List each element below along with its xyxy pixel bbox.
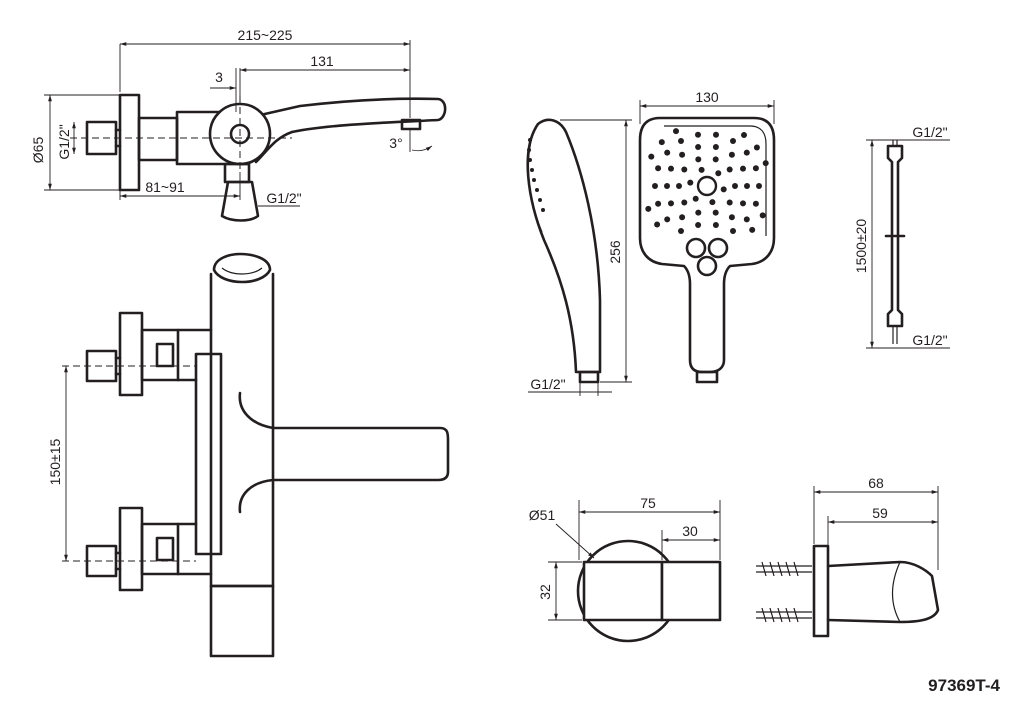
dim-hose-thread-bottom: G1/2" xyxy=(912,332,947,348)
dim-bracket-holder: 30 xyxy=(682,523,698,539)
nozzle-dot xyxy=(744,183,750,189)
dim-wall-depth: 81~91 xyxy=(145,179,185,195)
dim-handset-width: 130 xyxy=(695,89,719,105)
dim-hose-thread-top: G1/2" xyxy=(912,124,947,140)
nozzle-dot xyxy=(681,166,688,173)
dim-flange-diameter: Ø65 xyxy=(30,137,46,164)
nozzle-dot xyxy=(728,151,735,158)
mixer-top-view: 215~225 3 131 Ø65 G1/2" 81~91 G1/2" 3° xyxy=(30,27,447,222)
nozzle-dot xyxy=(720,186,727,193)
nozzle-dot xyxy=(692,195,699,202)
dim-bracket-height: 32 xyxy=(537,584,553,600)
nozzle-dot xyxy=(752,165,759,172)
nozzle-dot xyxy=(712,209,719,216)
nozzle-dot xyxy=(655,200,662,207)
dim-centers: 150±15 xyxy=(47,438,63,485)
nozzle-dot xyxy=(713,131,719,138)
dim-hose-length: 1500±20 xyxy=(853,219,869,274)
nozzle-dot xyxy=(695,209,702,216)
nozzle-dot xyxy=(687,179,694,186)
shower-hose: G1/2" G1/2" 1500±20 xyxy=(853,124,950,349)
drawing-code: 97369T-4 xyxy=(928,676,1000,695)
nozzle-dot xyxy=(749,226,756,233)
nozzle-dot xyxy=(726,166,733,173)
nozzle-dot xyxy=(664,149,671,156)
nozzle-dot xyxy=(679,214,686,221)
bracket-front-view: Ø51 75 30 32 xyxy=(529,495,722,643)
nozzle-dot xyxy=(730,228,736,234)
nozzle-dot xyxy=(696,175,718,197)
nozzle-dot xyxy=(728,214,735,221)
nozzle-dot xyxy=(726,199,733,206)
nozzle-dot xyxy=(655,165,662,172)
nozzle-dot xyxy=(741,132,747,138)
handset-side-nozzles xyxy=(527,138,545,212)
nozzle-dot xyxy=(664,216,671,223)
nozzle-dot xyxy=(709,199,716,206)
nozzle-dot xyxy=(658,139,665,146)
nozzle-dot xyxy=(645,205,652,212)
nozzle-dot xyxy=(668,200,674,207)
nozzle-dot xyxy=(664,183,670,189)
handset-side-view: G1/2" 256 xyxy=(526,118,632,396)
nozzle-dot xyxy=(732,183,738,189)
dim-outlet-thread: G1/2" xyxy=(266,190,301,206)
nozzle-dot xyxy=(753,144,760,151)
dim-holder-arm: 59 xyxy=(872,505,888,521)
nozzle-dot xyxy=(678,138,684,144)
dim-offset: 3 xyxy=(215,69,223,85)
dim-handset-thread: G1/2" xyxy=(530,376,565,392)
handset-nozzles xyxy=(645,128,769,234)
nozzle-dot xyxy=(676,183,682,189)
nozzle-dot xyxy=(743,149,750,156)
dim-inlet-thread: G1/2" xyxy=(56,124,72,159)
nozzle-dot xyxy=(679,151,686,158)
nozzle-dot xyxy=(712,156,719,163)
nozzle-dot xyxy=(648,153,655,160)
dim-bracket-width: 75 xyxy=(640,495,656,511)
nozzle-dot xyxy=(743,216,750,223)
nozzle-dot xyxy=(681,199,688,206)
nozzle-dot xyxy=(695,144,702,150)
dim-holder-depth: 68 xyxy=(868,475,884,491)
nozzle-dot xyxy=(695,131,701,138)
nozzle-dot xyxy=(712,222,719,228)
handset-front-view: 130 xyxy=(638,89,776,384)
nozzle-dot xyxy=(715,170,722,177)
nozzle-dot xyxy=(695,156,702,163)
nozzle-dot xyxy=(654,221,661,228)
nozzle-dot xyxy=(762,160,769,167)
dim-bracket-diameter: Ø51 xyxy=(529,507,556,523)
nozzle-dot xyxy=(668,165,674,172)
nozzle-dot xyxy=(652,183,658,189)
mixer-front-view: 150±15 xyxy=(47,252,450,658)
nozzle-dot xyxy=(678,228,684,234)
dim-spout-angle: 3° xyxy=(389,135,402,151)
nozzle-dot xyxy=(756,183,762,189)
nozzle-dot xyxy=(759,212,766,219)
nozzle-dot xyxy=(752,200,759,207)
bracket-side-view: 68 59 xyxy=(756,475,940,638)
nozzle-dot xyxy=(730,138,736,144)
dim-mixer-width: 215~225 xyxy=(238,27,293,43)
nozzle-dot xyxy=(740,165,746,172)
dim-handset-length: 256 xyxy=(607,240,623,264)
nozzle-dot xyxy=(712,144,719,150)
dim-spout-length: 131 xyxy=(310,53,334,69)
nozzle-dot xyxy=(695,222,702,228)
nozzle-dot xyxy=(698,166,705,173)
nozzle-dot xyxy=(740,200,746,207)
nozzle-dot xyxy=(673,128,679,135)
